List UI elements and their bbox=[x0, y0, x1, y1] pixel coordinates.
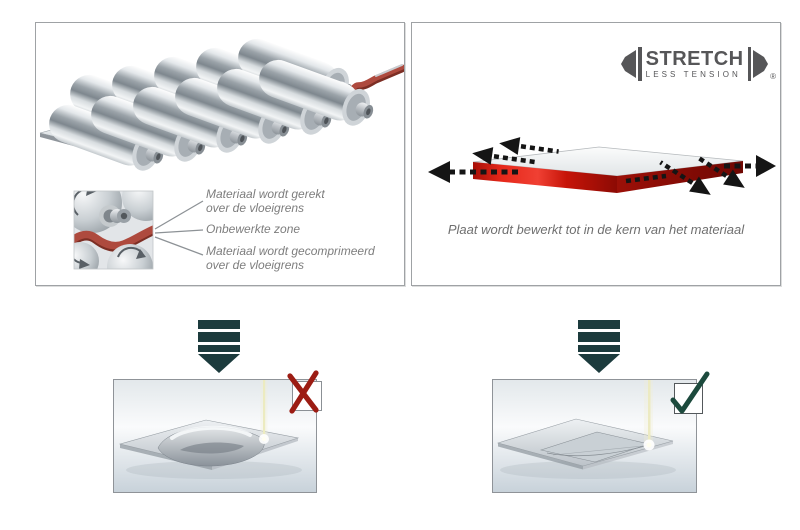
label-line: Materiaal wordt gerekt bbox=[206, 187, 325, 201]
label-line: over de vloeigrens bbox=[206, 258, 305, 272]
laser-cut-flat-sheet-illustration bbox=[496, 380, 676, 479]
right-panel-stretch-result: STRETCH LESS TENSION ® bbox=[411, 22, 781, 286]
label-line: Onbewerkte zone bbox=[206, 222, 301, 236]
logo-right-arrow-icon bbox=[753, 50, 769, 78]
laser-cut-warped-sheet-illustration bbox=[118, 380, 302, 479]
result-image-flat-sheet bbox=[492, 371, 710, 493]
logo-sub-text: LESS TENSION bbox=[645, 69, 741, 79]
left-panel-roller-leveler: Materiaal wordt gerekt over de vloeigren… bbox=[35, 22, 405, 286]
x-mark-icon bbox=[287, 370, 319, 414]
red-plate-illustration bbox=[428, 137, 776, 195]
label-line: Materiaal wordt gecomprimeerd bbox=[206, 244, 375, 258]
label-material-stretched: Materiaal wordt gerekt over de vloeigren… bbox=[206, 187, 325, 215]
check-mark-icon bbox=[670, 371, 710, 414]
registered-trademark-symbol: ® bbox=[770, 72, 776, 81]
down-arrow-icon bbox=[198, 320, 240, 373]
label-neutral-zone: Onbewerkte zone bbox=[206, 222, 300, 236]
result-image-warped-sheet bbox=[113, 370, 322, 493]
logo-left-arrow-icon bbox=[621, 50, 637, 78]
label-line: over de vloeigrens bbox=[206, 201, 305, 215]
approved-checkbox bbox=[670, 371, 710, 414]
detail-inset bbox=[73, 190, 154, 270]
roller-machine-illustration bbox=[39, 33, 404, 270]
right-panel-caption: Plaat wordt bewerkt tot in de kern van h… bbox=[447, 222, 745, 237]
down-arrow-icon bbox=[578, 320, 620, 373]
logo-main-text: STRETCH bbox=[645, 47, 744, 70]
logo-divider-bar bbox=[747, 47, 752, 81]
rejected-checkbox bbox=[287, 370, 322, 414]
label-material-compressed: Materiaal wordt gecomprimeerd over de vl… bbox=[206, 244, 375, 272]
stretch-less-tension-logo: STRETCH LESS TENSION ® bbox=[621, 47, 776, 81]
logo-divider-bar bbox=[638, 47, 642, 81]
callout-lines bbox=[154, 200, 204, 256]
